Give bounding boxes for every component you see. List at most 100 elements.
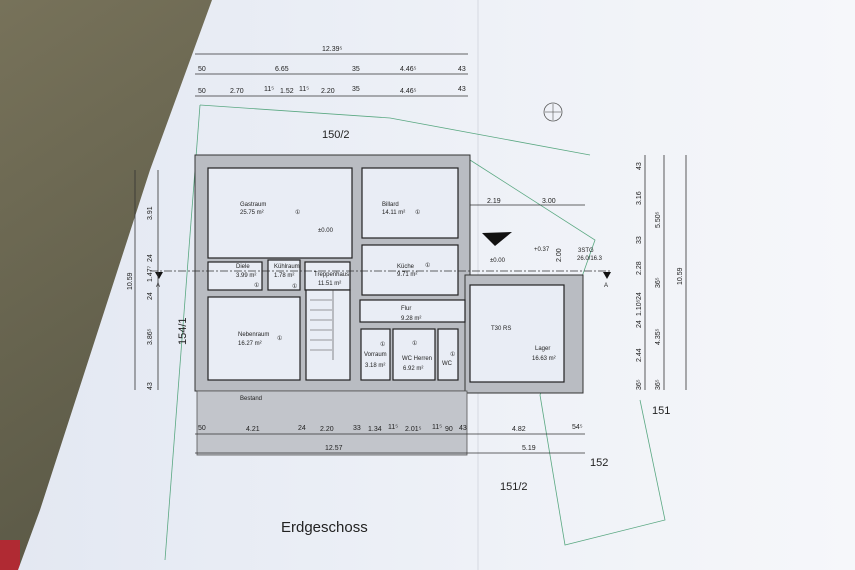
property-lines <box>164 104 666 561</box>
rooms-7-area: 16.27 m² <box>238 341 262 347</box>
dims_top-row3-5: 2.20 <box>321 88 335 95</box>
dims_top-row2-4: 43 <box>458 66 466 73</box>
room-wc-herren <box>392 328 436 381</box>
room-stairs <box>305 289 351 381</box>
dims_top-row3-7: 4.46⁵ <box>400 88 417 95</box>
room-diele <box>207 261 263 291</box>
dims_top-row2-0: 50 <box>198 66 206 73</box>
dims_bottom-row1-10: 43 <box>459 425 467 432</box>
room-treppenhaus <box>304 261 351 291</box>
room_marker: ① <box>380 341 385 348</box>
dims_terrace-0: 2.19 <box>487 198 501 205</box>
room_marker: ① <box>277 335 282 342</box>
dims_terrace-2: 2.00 <box>556 248 563 262</box>
entrance-arrow-icon <box>482 232 512 246</box>
existing-label: Bestand <box>240 396 262 402</box>
dims_bottom-row2-0: 12.57 <box>325 445 343 452</box>
dims_left-inner-0: 3.91 <box>147 206 154 220</box>
dims_right-middle-0: 5.50⁵ <box>655 211 662 228</box>
rooms-9-name: WC Herren <box>402 356 432 362</box>
dims_bottom-row1-9: 90 <box>445 426 453 433</box>
dims_bottom-row1-7: 2.01⁵ <box>405 426 422 433</box>
dims_left-outer-0: 10.59 <box>127 272 134 290</box>
rooms-7-name: Nebenraum <box>238 332 269 338</box>
dims_left-inner-2: 1.47⁷ <box>147 265 154 282</box>
rooms-2-name: Diele <box>236 264 250 270</box>
room-gastraum <box>207 167 353 259</box>
room_marker: ① <box>254 282 259 289</box>
rooms-0-name: Gastraum <box>240 202 266 208</box>
dims_bottom-row1-4: 33 <box>353 425 361 432</box>
dims_top-row2-1: 6.65 <box>275 66 289 73</box>
dims_bottom-row1-5: 1.34 <box>368 426 382 433</box>
rooms-0-area: 25.75 m² <box>240 210 264 216</box>
dims_right-inner-3: 2.28 <box>636 261 643 275</box>
room-labels: Gastraum 25.75 m² ① Billard 14.11 m² ① Die… <box>236 202 556 372</box>
dims_bottom-row1-6: 11⁵ <box>388 424 398 431</box>
room-lager <box>469 284 565 383</box>
dimensions-right: 43 3.16 33 2.28 24 1.10⁵ 24 2.44 36⁵ 5.5… <box>636 155 687 390</box>
room_marker: ① <box>450 351 455 358</box>
dims_bottom-row2-1: 5.19 <box>522 445 536 452</box>
section-marker-right <box>603 272 611 279</box>
dims_bottom-row1-1: 4.21 <box>246 426 260 433</box>
dimensions-top: 12.39⁵ 50 6.65 35 4.46⁵ 43 50 2.70 11⁵ 1… <box>195 46 468 97</box>
dimensions-left: 3.91 24 1.47⁷ 24 3.86⁵ 43 10.59 <box>127 170 159 390</box>
section-marker-left <box>155 272 163 279</box>
rooms-6-area: 9.28 m² <box>401 316 421 322</box>
dims_top-row3-2: 11⁵ <box>264 86 274 93</box>
dims_bottom-row1-0: 50 <box>198 425 206 432</box>
red-object <box>0 540 20 570</box>
room_marker: ① <box>412 340 417 347</box>
room-vorraum <box>360 328 391 381</box>
parcel-151: 151 <box>652 405 670 417</box>
dims_bottom-row1-8: 11⁵ <box>432 424 442 431</box>
annotations-stairs_ratio: 26.0/16.3 <box>577 256 603 262</box>
dims_right-inner-4: 24 <box>636 292 643 300</box>
rooms-1-area: 14.11 m² <box>382 210 405 216</box>
rooms-10-name: WC <box>442 361 453 367</box>
room_marker: ① <box>292 283 297 290</box>
north-arrow-icon <box>543 102 563 122</box>
plan-title: Erdgeschoss <box>281 519 368 536</box>
annotations: ±0.00 ±0.00 +0.37 3STG 26.0/16.3 T30 RS … <box>318 198 603 332</box>
rooms-9-area: 6.92 m² <box>403 366 423 372</box>
room-kueche <box>361 244 459 296</box>
parcel-151-2: 151/2 <box>500 481 528 493</box>
dims_top-row3-1: 2.70 <box>230 88 244 95</box>
dims_top-row2-3: 4.46⁵ <box>400 66 417 73</box>
rooms-2-area: 3.99 m² <box>236 273 256 279</box>
dims_bottom-row1-3: 2.20 <box>320 426 334 433</box>
dims_left-inner-5: 43 <box>147 382 154 390</box>
rooms-5-name: Küche <box>397 264 415 270</box>
dims_top-row2-2: 35 <box>352 66 360 73</box>
dims_right-middle-2: 4.35⁵ <box>655 328 662 345</box>
dims_right-inner-6: 24 <box>636 320 643 328</box>
rooms-1-name: Billard <box>382 202 399 208</box>
room-flur <box>359 299 466 323</box>
dims_right-inner-5: 1.10⁵ <box>636 299 643 316</box>
dims_top-row3-3: 1.52 <box>280 88 294 95</box>
building: Bestand <box>194 154 584 456</box>
annotations-section: A <box>604 283 608 289</box>
dims_terrace-1: 3.00 <box>542 198 556 205</box>
dims_right-inner-0: 43 <box>636 162 643 170</box>
rooms-11-name: Lager <box>535 346 550 352</box>
dims_left-inner-1: 24 <box>147 254 154 262</box>
annotations-door_rating: T30 RS <box>491 326 511 332</box>
parcel-152: 152 <box>590 457 608 469</box>
room-wc <box>437 328 459 381</box>
rooms-4-area: 11.51 m² <box>318 281 341 287</box>
dims_right-inner-2: 33 <box>636 236 643 244</box>
rooms-8-area: 3.18 m² <box>365 363 385 369</box>
dims_left-inner-3: 24 <box>147 292 154 300</box>
dims_right-middle-3: 36⁵ <box>655 379 662 390</box>
dims_right-inner-1: 3.16 <box>636 191 643 205</box>
dims_top-row3-6: 35 <box>352 86 360 93</box>
dims_left-inner-4: 3.86⁵ <box>147 328 154 345</box>
dims_right-inner-8: 36⁵ <box>636 379 643 390</box>
dims_bottom-row1-2: 24 <box>298 425 306 432</box>
dims_top-row1-0: 12.39⁵ <box>322 46 343 53</box>
parcel-154-1: 154/1 <box>177 317 189 345</box>
